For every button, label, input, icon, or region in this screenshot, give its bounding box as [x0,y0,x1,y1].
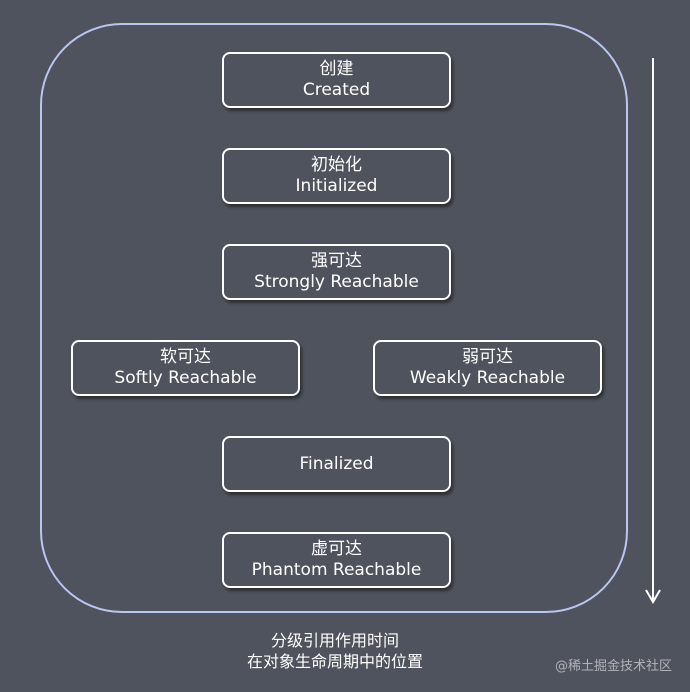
node-strongly-en: Strongly Reachable [254,272,419,292]
node-phantom-en: Phantom Reachable [251,560,422,580]
diagram-caption: 分级引用作用时间 在对象生命周期中的位置 [190,630,480,672]
node-created-zh: 创建 [319,59,354,79]
node-softly-en: Softly Reachable [114,368,257,388]
node-initialized-zh: 初始化 [311,155,362,175]
node-finalized-en: Finalized [299,453,374,474]
node-softly-reachable: 软可达 Softly Reachable [71,340,300,396]
node-finalized: Finalized [222,436,451,492]
down-arrow-icon [645,58,661,604]
node-softly-zh: 软可达 [160,347,211,367]
caption-line-1: 分级引用作用时间 [270,631,399,650]
node-strongly-reachable: 强可达 Strongly Reachable [222,244,451,300]
node-created-en: Created [302,80,371,100]
lifecycle-frame [40,23,628,613]
watermark: @稀土掘金技术社区 [554,659,672,674]
node-phantom-reachable: 虚可达 Phantom Reachable [222,532,451,588]
node-weakly-reachable: 弱可达 Weakly Reachable [373,340,602,396]
caption-line-2: 在对象生命周期中的位置 [246,652,423,671]
node-initialized-en: Initialized [295,176,378,196]
node-weakly-en: Weakly Reachable [409,368,566,388]
node-initialized: 初始化 Initialized [222,148,451,204]
node-weakly-zh: 弱可达 [462,347,513,367]
node-created: 创建 Created [222,52,451,108]
node-phantom-zh: 虚可达 [311,539,362,559]
node-strongly-zh: 强可达 [311,251,362,271]
